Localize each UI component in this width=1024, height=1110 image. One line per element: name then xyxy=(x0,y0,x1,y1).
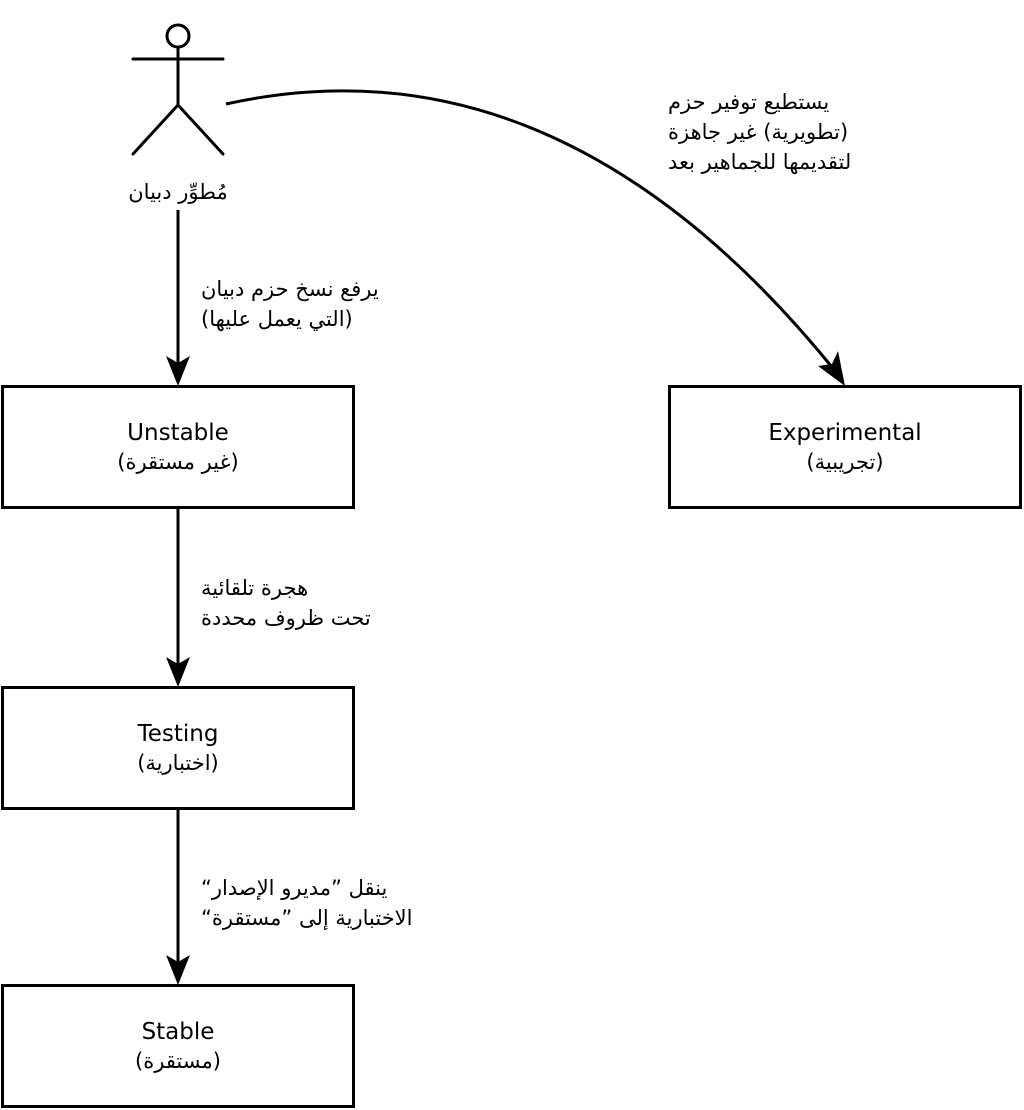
unstable-box: Unstable (غير مستقرة) xyxy=(1,385,355,509)
experimental-box: Experimental (تجريبية) xyxy=(668,385,1022,509)
edge-label-developer-to-experimental: يستطيع توفير حزم (تطويرية) غير جاهزة لتق… xyxy=(668,87,851,177)
edge-label-line: (تطويرية) غير جاهزة xyxy=(668,120,849,144)
experimental-title: Experimental xyxy=(768,420,922,446)
edge-label-line: الاختبارية إلى ”مستقرة“ xyxy=(201,906,413,930)
edge-label-line: يرفع نسخ حزم دبيان xyxy=(201,277,379,301)
arrow-developer-to-experimental xyxy=(225,89,845,386)
edge-label-line: ينقل ”مديرو الإصدار“ xyxy=(201,876,388,900)
arrow-testing-to-stable xyxy=(166,809,190,985)
edge-label-line: هجرة تلقائية xyxy=(201,576,309,600)
stable-title: Stable xyxy=(141,1019,215,1045)
experimental-subtitle: (تجريبية) xyxy=(806,450,884,474)
unstable-subtitle: (غير مستقرة) xyxy=(117,450,239,474)
unstable-title: Unstable xyxy=(127,420,229,446)
developer-actor-icon xyxy=(131,23,225,156)
testing-title: Testing xyxy=(137,721,219,747)
developer-actor-label: مُطوِّر دبيان xyxy=(98,178,258,206)
edge-label-line: لتقديمها للجماهير بعد xyxy=(668,150,852,174)
edge-label-line: (التي يعمل عليها) xyxy=(201,307,353,331)
testing-subtitle: (اختبارية) xyxy=(137,751,219,775)
stable-box: Stable (مستقرة) xyxy=(1,984,355,1108)
edge-label-developer-to-unstable: يرفع نسخ حزم دبيان (التي يعمل عليها) xyxy=(201,274,379,334)
arrow-unstable-to-testing xyxy=(166,508,190,687)
testing-box: Testing (اختبارية) xyxy=(1,686,355,810)
stable-subtitle: (مستقرة) xyxy=(135,1049,221,1073)
edge-label-testing-to-stable: ينقل ”مديرو الإصدار“ الاختبارية إلى ”مست… xyxy=(201,873,413,933)
arrow-developer-to-unstable xyxy=(166,210,190,386)
edge-label-line: يستطيع توفير حزم xyxy=(668,90,830,114)
edge-label-unstable-to-testing: هجرة تلقائية تحت ظروف محددة xyxy=(201,573,371,633)
edge-label-line: تحت ظروف محددة xyxy=(201,606,371,630)
developer-actor-name: مُطوِّر دبيان xyxy=(128,180,228,204)
